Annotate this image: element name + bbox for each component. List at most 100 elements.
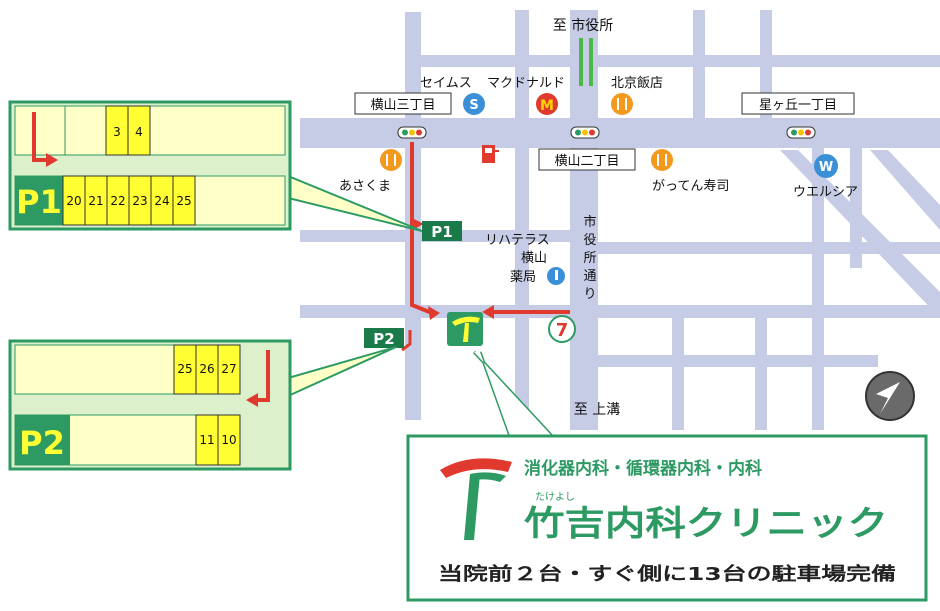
svg-text:3: 3: [113, 125, 121, 139]
clinic-name: 竹吉内科クリニック: [524, 504, 888, 544]
svg-text:W: W: [819, 160, 833, 175]
route-arrowhead: [412, 218, 424, 230]
parking-space: 23: [128, 175, 152, 226]
traffic-light-icon: [397, 126, 427, 139]
parking-space: 22: [106, 175, 130, 226]
p2-tag: P2: [364, 328, 404, 348]
south-destination-label: 至 上溝: [574, 402, 620, 418]
mcdonalds-label: マクドナルド: [487, 76, 565, 91]
parking-space: 3: [105, 105, 129, 156]
p1-lot-diagram: P1 3 4 20 21 22 23 24: [8, 100, 292, 231]
svg-text:24: 24: [154, 194, 169, 208]
p1-tag: P1: [422, 221, 462, 241]
compass-icon: [865, 371, 915, 421]
entry-arrow-icon: [246, 393, 258, 407]
svg-text:り: り: [583, 287, 596, 302]
clinic-parking-note: 当院前２台・すぐ側に13台の駐車場完備: [438, 563, 896, 585]
svg-text:22: 22: [110, 194, 125, 208]
parking-space: 4: [127, 105, 151, 156]
p1-lot-label: P1: [16, 183, 62, 221]
svg-text:21: 21: [88, 194, 103, 208]
clinic-callout-fill: [474, 352, 552, 436]
svg-text:S: S: [469, 98, 478, 113]
minor-road: [300, 305, 940, 318]
clinic-info-box: 消化器内科・循環器内科・内科 たけよし 竹吉内科クリニック 当院前２台・すぐ側に…: [406, 434, 928, 602]
pharmacy-icon: [547, 267, 565, 285]
minor-road: [515, 10, 529, 430]
svg-text:通: 通: [583, 269, 596, 284]
intersection-yokoyama2: 横山二丁目: [538, 148, 636, 171]
svg-text:所: 所: [583, 251, 596, 266]
svg-text:25: 25: [176, 194, 191, 208]
parking-space: 10: [217, 414, 241, 466]
route-arrowhead: [428, 306, 440, 320]
diagonal-road: [780, 150, 940, 318]
minor-road: [672, 305, 684, 430]
minor-road: [693, 10, 705, 130]
route-arrowhead: [482, 305, 494, 319]
riverterrace-label: 横山: [521, 251, 547, 266]
parking-space: 27: [217, 344, 241, 395]
welcia-label: ウエルシア: [793, 185, 858, 200]
north-destination-label: 至 市役所: [553, 17, 613, 34]
restaurant-icon: [651, 149, 673, 171]
svg-text:市: 市: [583, 214, 596, 230]
entry-arrow-icon: [46, 153, 58, 167]
asakuma-label: あさくま: [339, 179, 391, 194]
intersection-yokoyama3: 横山三丁目: [354, 92, 452, 115]
clinic-marker-icon: [447, 312, 483, 346]
svg-text:4: 4: [135, 125, 143, 139]
svg-text:星ヶ丘一丁目: 星ヶ丘一丁目: [759, 98, 837, 113]
welcia-icon: W: [814, 154, 838, 178]
parking-space: 25: [173, 344, 197, 395]
parking-space: 24: [150, 175, 174, 226]
clinic-logo-icon: [440, 458, 512, 540]
svg-text:P2: P2: [373, 330, 394, 348]
mcdonalds-icon: M: [536, 93, 558, 115]
svg-text:23: 23: [132, 194, 147, 208]
svg-text:横山二丁目: 横山二丁目: [554, 154, 619, 169]
minor-road: [598, 242, 940, 254]
traffic-light-icon: [786, 126, 816, 139]
svg-text:26: 26: [199, 362, 214, 376]
gas-station-icon: [482, 145, 499, 163]
intersection-hoshigaoka1: 星ヶ丘一丁目: [741, 92, 855, 115]
parking-space: 20: [62, 175, 86, 226]
north-route-lines: [579, 38, 593, 86]
route-arrows: [410, 142, 570, 315]
gatten-label: がってん寿司: [652, 179, 729, 194]
hokkyo-label: 北京飯店: [611, 76, 663, 91]
minor-road: [598, 355, 878, 367]
p2-lot-diagram: P2 25 26 27 11 10: [8, 339, 292, 471]
clinic-departments: 消化器内科・循環器内科・内科: [524, 458, 762, 479]
seimusu-label: セイムス: [420, 76, 472, 91]
svg-text:10: 10: [221, 433, 236, 447]
minor-road: [755, 305, 767, 430]
svg-text:M: M: [540, 98, 554, 114]
route-arrow-p2: [401, 330, 412, 352]
svg-text:役: 役: [583, 233, 596, 248]
parking-space: 25: [172, 175, 196, 226]
diagonal-road: [870, 150, 940, 230]
svg-text:20: 20: [66, 194, 81, 208]
p2-lot-label: P2: [19, 424, 65, 462]
p2-callout-pointer: [287, 346, 397, 398]
restaurant-icon: [380, 149, 402, 171]
parking-space: 21: [84, 175, 108, 226]
shiyakusho-dori-road: [570, 10, 598, 430]
svg-text:27: 27: [221, 362, 236, 376]
seimusu-icon: S: [463, 93, 485, 115]
riverterrace-label: リハテラス: [485, 233, 550, 248]
clinic-name-ruby: たけよし: [535, 491, 575, 503]
seven-eleven-icon: 7: [548, 315, 576, 343]
svg-text:25: 25: [177, 362, 192, 376]
shiyakusho-dori-label: 市 役 所 通 り: [583, 214, 596, 302]
parking-space: 11: [195, 414, 219, 466]
restaurant-icon: [611, 93, 633, 115]
svg-text:横山三丁目: 横山三丁目: [370, 98, 435, 113]
pharmacy-label: 薬局: [510, 270, 536, 285]
parking-space: 26: [195, 344, 219, 395]
svg-text:7: 7: [556, 320, 569, 341]
minor-road: [420, 55, 940, 67]
